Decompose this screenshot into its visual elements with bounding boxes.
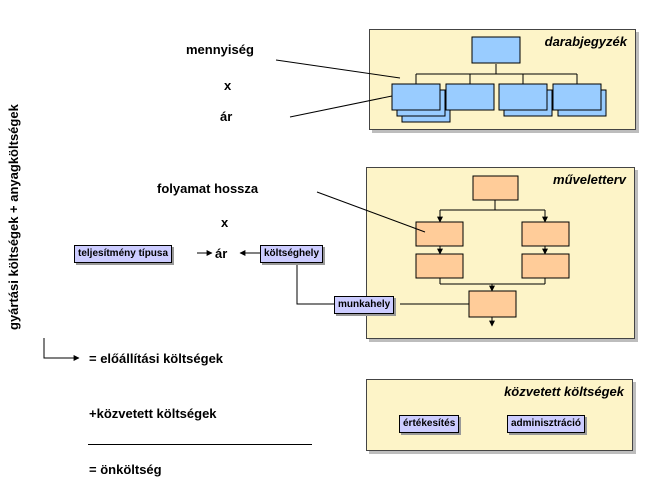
tag-teljesitmeny-tipusa: teljesítmény típusa bbox=[74, 245, 173, 263]
op-boxes bbox=[415, 175, 570, 318]
text-ar-1: ár bbox=[220, 109, 233, 124]
op-root-box bbox=[472, 175, 519, 201]
text-ar-2: ár bbox=[215, 246, 228, 261]
op-box-left-2 bbox=[415, 253, 464, 279]
text-x-2: x bbox=[221, 215, 229, 230]
bom-child-box-4 bbox=[552, 83, 602, 111]
panel-title-kozvetett-koltsegek: közvetett költségek bbox=[504, 384, 624, 399]
tag-koltseghely: költséghely bbox=[260, 245, 324, 263]
tag-munkahely: munkahely bbox=[334, 296, 395, 314]
op-box-right-2 bbox=[521, 253, 570, 279]
bom-child-box-2 bbox=[445, 83, 495, 111]
op-box-right-1 bbox=[521, 221, 570, 247]
bom-tree-connectors bbox=[415, 64, 578, 84]
sum-divider-line bbox=[88, 444, 312, 445]
text-onkoltseg: = önköltség bbox=[89, 462, 162, 477]
text-kozvetett-koltsegek: +közvetett költségek bbox=[89, 406, 217, 421]
tag-ertekesites: értékesítés bbox=[399, 415, 460, 433]
pointer-lines bbox=[275, 59, 426, 233]
panel-title-darabjegyzek: darabjegyzék bbox=[544, 34, 627, 49]
text-x-1: x bbox=[224, 78, 232, 93]
text-folyamat-hossza: folyamat hossza bbox=[157, 181, 259, 196]
panel-title-muveletterv: műveletterv bbox=[553, 172, 626, 187]
op-box-bottom bbox=[468, 290, 517, 318]
tag-connectors bbox=[197, 250, 469, 305]
tag-adminisztracio: adminisztráció bbox=[507, 415, 586, 433]
text-eloallitasi-koltsegek: = előállítási költségek bbox=[89, 351, 224, 366]
bom-boxes bbox=[391, 36, 607, 123]
bom-root-box bbox=[471, 36, 521, 64]
text-mennyiseg: mennyiség bbox=[186, 42, 254, 57]
op-box-left-1 bbox=[415, 221, 464, 247]
result-arrow bbox=[43, 338, 80, 361]
bom-child-box-1 bbox=[391, 83, 441, 111]
bom-child-box-3 bbox=[498, 83, 548, 111]
op-plan-connectors bbox=[437, 200, 548, 327]
